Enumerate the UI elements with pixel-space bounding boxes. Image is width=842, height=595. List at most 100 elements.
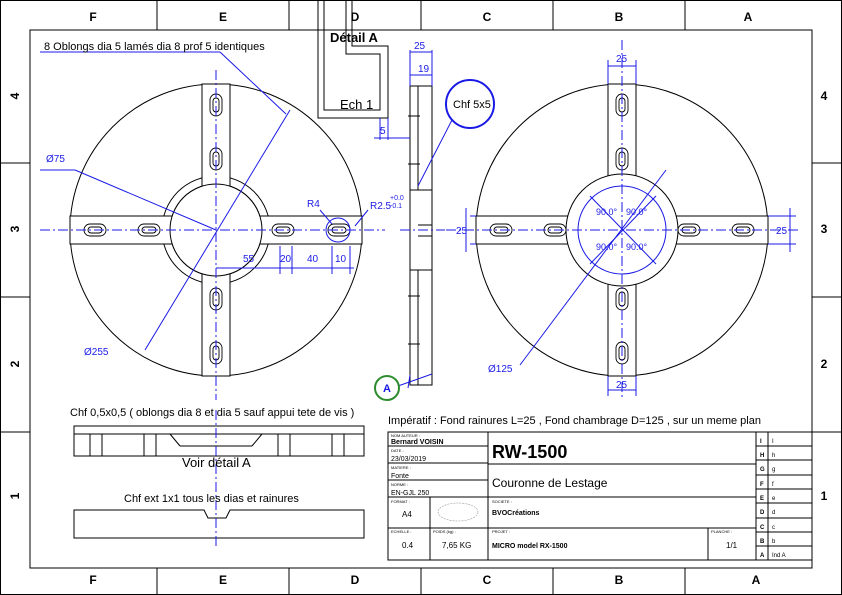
label-detail-a: Détail A [330, 30, 379, 45]
rev-text: Ind A [772, 553, 786, 559]
border-letter-bottom: E [219, 573, 227, 587]
value-planche: 1/1 [726, 541, 738, 550]
view-label-a: A [383, 383, 391, 395]
dim-d75: Ø75 [46, 154, 65, 165]
dim-d255: Ø255 [84, 347, 109, 358]
rev-letter: F [760, 482, 764, 488]
dim-d125: Ø125 [488, 364, 513, 375]
label-author: NOM AUTEUR : [391, 433, 420, 438]
label-ech: Ech 1 [340, 97, 373, 112]
border-letter-top: C [483, 10, 492, 24]
border-letter-top: F [89, 10, 96, 24]
label-societe: SOCIETE : [492, 499, 512, 504]
dim-angle: 90.0° [626, 242, 648, 252]
border-letter-bottom: D [351, 573, 360, 587]
label-chf5: Chf 5x5 [453, 99, 491, 111]
rev-letter: E [760, 496, 764, 502]
rev-letter: B [760, 539, 765, 545]
value-date: 23/03/2019 [391, 456, 426, 463]
note-imperatif: Impératif : Fond rainures L=25 , Fond ch… [388, 415, 761, 427]
label-planche: PLANCHE : [711, 529, 732, 534]
rev-text: h [772, 453, 775, 459]
value-author: Bernard VOISIN [391, 439, 444, 446]
border-number-left: 1 [8, 492, 22, 499]
front-view-left [40, 51, 385, 400]
dim-25-right-bot: 25 [616, 380, 628, 391]
label-echelle: ECHELLE : [391, 529, 411, 534]
rev-letter: D [760, 510, 765, 516]
label-projet: PROJET : [492, 529, 510, 534]
dim-25-right-top: 25 [616, 54, 628, 65]
dim-tol-minus: -0.1 [390, 203, 402, 210]
note-oblongs: 8 Oblongs dia 5 lamés dia 8 prof 5 ident… [44, 41, 265, 53]
border-letter-top: B [615, 10, 624, 24]
rev-text: f [772, 482, 774, 488]
border-number-right: 2 [821, 357, 828, 371]
border-number-left: 4 [8, 92, 22, 99]
front-view-right [446, 40, 800, 400]
border-letter-bottom: F [89, 573, 96, 587]
dim-25-right: 25 [776, 226, 788, 237]
rev-letter: C [760, 525, 765, 531]
border-letter-top: A [744, 10, 753, 24]
rev-text: c [772, 525, 775, 531]
title-block: NOM AUTEUR : Bernard VOISIN DATE : 23/03… [387, 431, 813, 561]
dim-r25: R2.5 [370, 201, 392, 212]
dim-r4: R4 [307, 199, 320, 210]
label-voir-detail: Voir détail A [182, 455, 251, 470]
dim-40: 40 [307, 254, 319, 265]
value-format: A4 [402, 510, 412, 519]
note-chf05: Chf 0,5x0,5 ( oblongs dia 8 et dia 5 sau… [70, 407, 354, 419]
label-poids: POIDS (kg) : [433, 529, 456, 534]
rev-letter: G [760, 467, 765, 473]
value-norme: EN-GJL 250 [391, 490, 429, 497]
border-letter-bottom: A [752, 573, 761, 587]
rev-text: d [772, 510, 775, 516]
detail-a-view [317, 0, 389, 140]
rev-text: I [772, 439, 774, 445]
border-letter-bottom: B [615, 573, 624, 587]
rev-text: b [772, 539, 776, 545]
note-chf-ext: Chf ext 1x1 tous les dias et rainures [124, 493, 299, 505]
value-echelle: 0.4 [402, 541, 414, 550]
dim-25-left: 25 [456, 226, 468, 237]
bottom-profile-1 [73, 425, 365, 457]
label-format: FORMAT : [391, 499, 410, 504]
dim-tol-plus: +0.0 [390, 195, 404, 202]
logo-mark [437, 502, 479, 522]
border-number-left: 2 [8, 360, 22, 367]
border-letter-bottom: C [483, 573, 492, 587]
value-poids: 7,65 KG [442, 541, 471, 550]
value-code: RW-1500 [492, 442, 567, 462]
border-number-right: 3 [821, 222, 828, 236]
dim-25-top: 25 [414, 41, 426, 52]
rev-letter: A [760, 553, 765, 559]
value-designation: Couronne de Lestage [492, 476, 608, 490]
dim-55: 55 [243, 254, 255, 265]
border-letter-top: D [351, 10, 360, 24]
dim-5: 5 [380, 126, 386, 137]
label-norme: NORME : [391, 482, 408, 487]
dim-angle: 90.0° [596, 242, 618, 252]
rev-letter: I [760, 439, 762, 445]
value-societe: BVOCréations [492, 510, 540, 517]
border-number-right: 1 [821, 489, 828, 503]
dim-angle: 90.0° [596, 207, 618, 217]
rev-text: e [772, 496, 776, 502]
label-matiere: MATIERE : [391, 465, 411, 470]
border-number-right: 4 [821, 89, 828, 103]
rev-text: g [772, 467, 775, 473]
dim-angle: 90.0° [626, 207, 648, 217]
border-number-left: 3 [8, 225, 22, 232]
bottom-profile-2 [73, 509, 365, 539]
rev-letter: H [760, 453, 764, 459]
value-projet: MICRO model RX-1500 [492, 543, 568, 550]
dim-19: 19 [418, 64, 430, 75]
dim-20: 20 [280, 254, 292, 265]
value-matiere: Fonte [391, 473, 409, 480]
dim-10: 10 [335, 254, 347, 265]
border-letter-top: E [219, 10, 227, 24]
label-date: DATE : [391, 448, 404, 453]
